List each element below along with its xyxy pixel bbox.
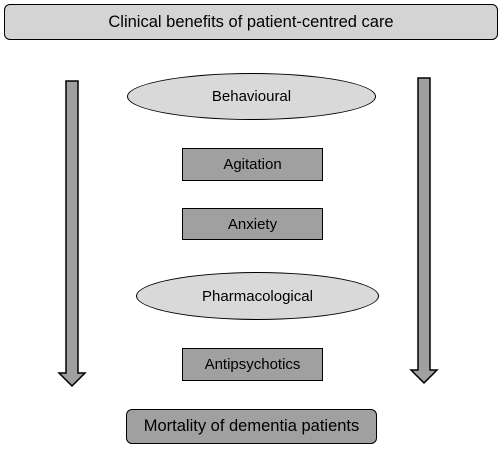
left-down-arrow [57, 80, 87, 388]
anxiety-node: Anxiety [182, 208, 323, 240]
diagram-title-text: Clinical benefits of patient-centred car… [108, 12, 394, 31]
antipsychotics-node: Antipsychotics [182, 348, 323, 381]
agitation-label: Agitation [223, 156, 282, 173]
agitation-node: Agitation [182, 148, 323, 181]
pharmacological-node: Pharmacological [136, 272, 379, 320]
behavioural-label: Behavioural [211, 88, 292, 105]
antipsychotics-label: Antipsychotics [204, 356, 301, 373]
pharmacological-label: Pharmacological [202, 287, 313, 305]
behavioural-node: Behavioural [127, 73, 376, 120]
diagram-title: Clinical benefits of patient-centred car… [4, 4, 498, 40]
mortality-endpoint-text: Mortality of dementia patients [143, 417, 360, 435]
mortality-endpoint: Mortality of dementia patients [126, 409, 377, 444]
right-down-arrow [409, 77, 439, 385]
anxiety-label: Anxiety [227, 215, 278, 233]
